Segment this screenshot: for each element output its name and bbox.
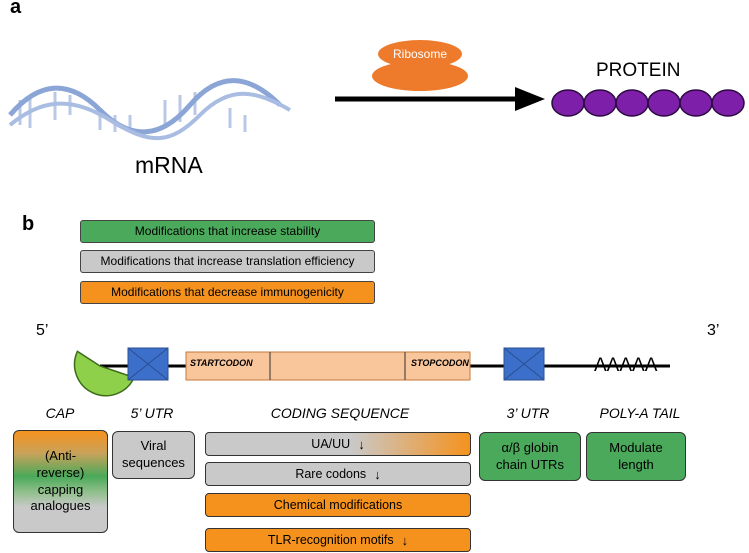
utr5-box-line: Viral <box>140 438 167 454</box>
mrna-strand-2 <box>8 91 291 141</box>
utr3-block-icon <box>503 347 545 381</box>
protein-label: PROTEIN <box>596 60 681 81</box>
region-title-coding: CODING SEQUENCE <box>270 405 410 421</box>
mrna-rungs <box>18 92 247 132</box>
legend-immunogenicity: Modifications that decrease immunogenici… <box>80 281 375 304</box>
down-arrow-icon: ↓ <box>401 532 409 548</box>
rare-codons-label: Rare codons <box>295 467 367 481</box>
poly-a-label: AAAAA <box>594 355 658 376</box>
coding-box-tlr-motifs: TLR-recognition motifs ↓ <box>205 528 471 552</box>
stop-codon-label: STOPCODON <box>411 358 469 368</box>
panel-a-label: a <box>10 0 22 18</box>
mrna-label: mRNA <box>135 152 203 178</box>
region-title-polya: POLY-A TAIL <box>599 405 681 421</box>
mrna-construct-diagram <box>73 347 670 397</box>
utr5-block-icon <box>127 347 169 381</box>
region-title-utr3: 3’ UTR <box>506 405 550 421</box>
polya-box-line: length <box>618 456 654 472</box>
coding-sequence-bar <box>185 351 471 381</box>
legend-stability: Modifications that increase stability <box>80 220 375 243</box>
polya-modifications-box: Modulate length <box>586 432 686 481</box>
ribosome-label: Ribosome <box>392 47 448 61</box>
cap-box-line: analogues <box>30 498 91 514</box>
cap-icon <box>73 350 136 397</box>
mrna-helix-illustration <box>8 78 291 141</box>
cap-box-line: reverse) <box>36 464 85 480</box>
protein-chain-icon <box>551 89 745 117</box>
mrna-strand-1 <box>8 78 282 135</box>
polya-box-line: Modulate <box>609 439 663 455</box>
region-title-utr5: 5’ UTR <box>130 405 174 421</box>
three-prime-label: 3’ <box>707 322 720 339</box>
ua-uu-label: UA/UU <box>311 437 351 451</box>
utr3-box-line: chain UTRs <box>496 456 564 472</box>
translation-arrow <box>335 87 545 111</box>
cap-box-line: capping <box>37 481 84 497</box>
region-title-cap: CAP <box>45 405 75 421</box>
utr5-box-line: sequences <box>122 455 185 470</box>
down-arrow-icon: ↓ <box>374 466 381 482</box>
cap-modifications-box: (Anti- reverse) capping analogues <box>13 430 108 533</box>
utr3-modifications-box: α/β globin chain UTRs <box>479 432 581 481</box>
ribosome-icon <box>372 40 468 91</box>
utr5-modifications-box: Viral sequences <box>112 431 195 479</box>
cap-box-line: (Anti- <box>44 447 77 463</box>
utr3-box-line: α/β globin <box>501 439 559 455</box>
coding-box-rare-codons: Rare codons ↓ <box>205 462 471 486</box>
panel-b-label: b <box>22 213 35 235</box>
start-codon-label: STARTCODON <box>190 358 253 368</box>
legend-translation-efficiency: Modifications that increase translation … <box>80 250 375 273</box>
tlr-motifs-label: TLR-recognition motifs <box>267 533 394 547</box>
coding-box-ua-uu: UA/UU ↓ <box>205 432 471 456</box>
down-arrow-icon: ↓ <box>358 436 365 452</box>
coding-box-chemical-modifications: Chemical modifications <box>205 493 471 517</box>
five-prime-label: 5’ <box>36 322 49 339</box>
